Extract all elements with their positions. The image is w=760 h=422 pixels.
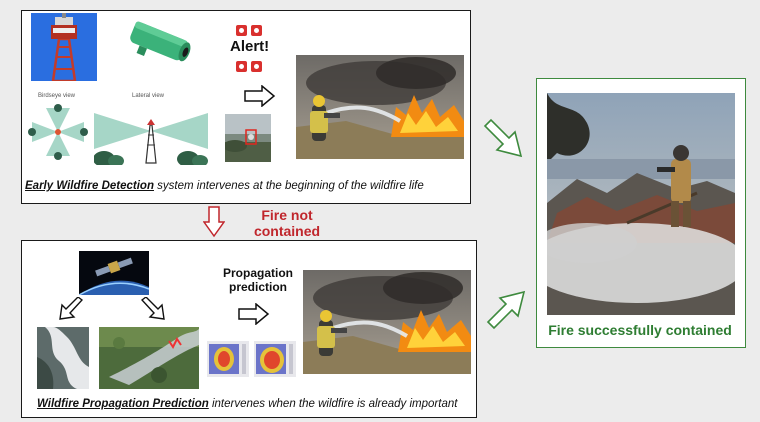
propagation-prediction-panel: Propagation prediction	[21, 240, 477, 418]
aerial-fire-photo	[99, 327, 199, 389]
propagation-prediction-caption: Wildfire Propagation Prediction interven…	[37, 398, 457, 410]
lateral-view-diagram: Lateral view	[94, 93, 209, 165]
camera-image	[120, 17, 200, 69]
down-right-arrow-icon	[140, 297, 165, 320]
fire-not-contained-line2: contained	[253, 223, 321, 239]
fire-contained-label: Fire successfully contained	[548, 322, 732, 338]
prediction-map-1	[207, 341, 249, 377]
propagation-prediction-label: Propagation prediction	[218, 266, 298, 294]
propagation-caption-bold: Wildfire Propagation Prediction	[37, 398, 209, 410]
early-detection-caption-bold: Early Wildfire Detection	[25, 180, 154, 192]
arrow-to-contained-bottom-icon	[486, 290, 526, 330]
arrow-to-contained-top-icon	[483, 118, 523, 158]
down-left-arrow-icon	[59, 297, 84, 320]
propagation-prediction-line2: prediction	[228, 280, 287, 294]
birdseye-label: Birdseye view	[38, 93, 76, 99]
early-detection-caption: Early Wildfire Detection system interven…	[25, 180, 424, 192]
lateral-label: Lateral view	[132, 93, 165, 99]
down-arrow-icon	[203, 206, 225, 238]
alert-text: Alert!	[230, 38, 270, 55]
firefighter-photo-top	[296, 55, 464, 159]
fire-contained-panel: Fire successfully contained	[536, 78, 746, 348]
firefighter-photo-bottom	[303, 270, 471, 374]
prediction-map-2	[254, 341, 296, 377]
camera-detection-thumbnail	[225, 114, 271, 162]
birdseye-view-diagram: Birdseye view	[24, 93, 92, 165]
watchtower-photo	[31, 13, 97, 81]
right-arrow-icon	[244, 85, 276, 107]
right-arrow-icon-bottom	[238, 303, 270, 325]
smoke-satellite-photo	[37, 327, 89, 389]
fire-not-contained-line1: Fire not	[261, 207, 313, 223]
fire-not-contained-label: Fire not contained	[237, 207, 337, 239]
early-detection-panel: Alert! Birdseye view Lateral view	[21, 10, 471, 204]
propagation-caption-rest: intervenes when the wildfire is already …	[208, 398, 458, 410]
alert-icon-group: Alert!	[230, 25, 272, 77]
satellite-photo	[79, 251, 149, 295]
propagation-prediction-line1: Propagation	[222, 266, 293, 280]
early-detection-caption-rest: system intervenes at the beginning of th…	[153, 180, 424, 192]
contained-fire-photo	[547, 93, 735, 315]
